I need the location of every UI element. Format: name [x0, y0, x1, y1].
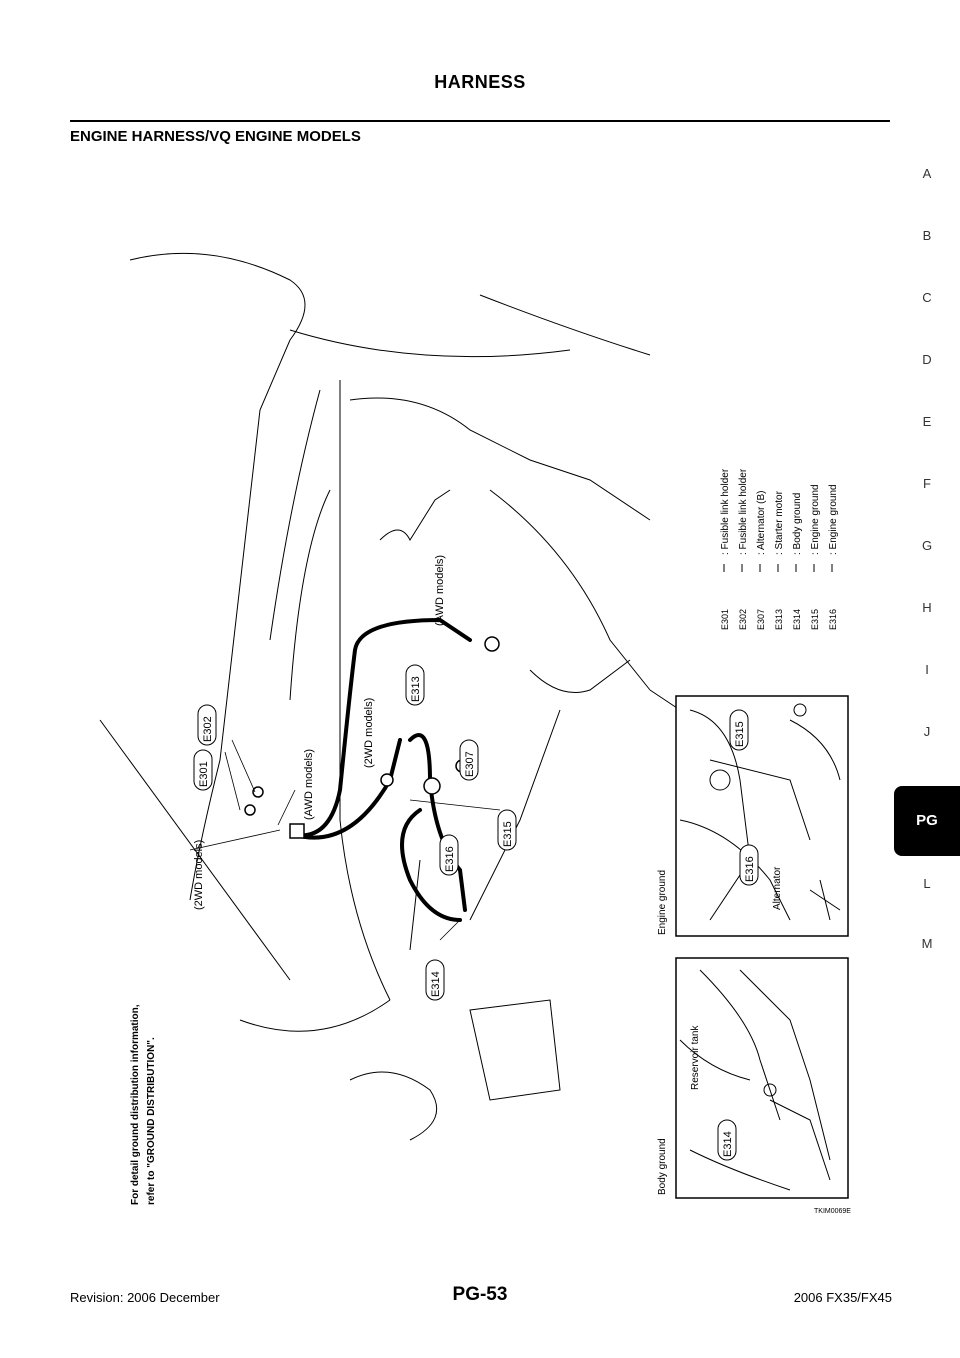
side-index-pg-active[interactable]: PG — [894, 786, 960, 856]
legend-e301-code: E301 — [720, 609, 730, 630]
connector-e301-label: E301 — [198, 761, 210, 787]
inset-alternator-label: Alternator — [772, 866, 783, 910]
engine-harness-diagram: For detail ground distribution informati… — [99, 252, 849, 1205]
inset-engine-ground: E315 E316 Alternator — [675, 695, 849, 937]
legend-e302-code: E302 — [738, 609, 748, 630]
legend-e314-code: E314 — [792, 609, 802, 630]
connector-e316-label: E316 — [444, 846, 456, 872]
legend-e314-desc: : Body ground — [792, 493, 803, 555]
side-index-g[interactable]: G — [921, 538, 933, 553]
badge-e313 — [405, 664, 425, 706]
badge-e315 — [497, 809, 517, 851]
section-title: ENGINE HARNESS/VQ ENGINE MODELS — [70, 128, 361, 145]
inset-e316-label: E316 — [744, 856, 756, 882]
harness-cables — [293, 617, 472, 922]
side-index-d[interactable]: D — [922, 352, 932, 367]
side-index-f[interactable]: F — [923, 476, 931, 491]
label-awd-models-left: (AWD models) — [303, 749, 315, 820]
side-index-m[interactable]: M — [921, 936, 933, 951]
legend-e307-desc: : Alternator (B) — [756, 491, 767, 555]
legend-e302-desc: : Fusible link holder — [738, 468, 749, 555]
badge-e302 — [197, 704, 217, 746]
label-2wd-models-right: (2WD models) — [363, 698, 375, 768]
side-index-j[interactable]: J — [923, 724, 931, 739]
badge-e314 — [425, 959, 445, 1001]
ground-note-line2: refer to "GROUND DISTRIBUTION". — [146, 1037, 157, 1205]
connector-e302-label: E302 — [202, 716, 214, 742]
label-awd-models-right: (AWD models) — [434, 555, 446, 626]
legend-e301-desc: : Fusible link holder — [720, 468, 731, 555]
inset-e314-label: E314 — [722, 1131, 734, 1157]
side-index-e[interactable]: E — [922, 414, 932, 429]
terminal-rings — [244, 636, 500, 839]
side-index-b[interactable]: B — [922, 228, 932, 243]
inset-body-ground: E314 Reservoir tank — [675, 957, 849, 1199]
side-index-i[interactable]: I — [925, 662, 929, 677]
legend-e316-code: E316 — [828, 609, 838, 630]
footer-revision: Revision: 2006 December — [70, 1290, 220, 1305]
connector-e315-label: E315 — [502, 821, 514, 847]
label-body-ground: Body ground — [657, 1138, 668, 1195]
badge-e307 — [459, 739, 479, 781]
side-index-a[interactable]: A — [922, 166, 932, 181]
figure-code: TKIM0069E — [814, 1208, 851, 1215]
side-index-h[interactable]: H — [922, 600, 932, 615]
connector-e314-label: E314 — [430, 971, 442, 997]
footer-page-number: PG-53 — [452, 1284, 508, 1305]
legend-e313-desc: : Starter motor — [774, 490, 785, 555]
page-header-title: HARNESS — [434, 72, 526, 92]
inset-reservoir-tank-label: Reservoir tank — [690, 1025, 701, 1090]
legend-e307-code: E307 — [756, 609, 766, 630]
badge-e301 — [193, 749, 213, 791]
side-index-l[interactable]: L — [923, 876, 931, 891]
badge-e316 — [439, 834, 459, 876]
leader-lines — [189, 739, 501, 941]
connector-legend: E301 E302 E307 E313 E314 E315 E316 : Fus… — [720, 468, 839, 630]
connector-e307-label: E307 — [464, 751, 476, 777]
legend-e316-desc: : Engine ground — [828, 484, 839, 555]
vehicle-body-outline — [99, 252, 681, 1141]
connector-badges — [193, 664, 517, 1001]
legend-e315-desc: : Engine ground — [810, 484, 821, 555]
legend-e315-code: E315 — [810, 609, 820, 630]
label-2wd-models-left: (2WD models) — [193, 840, 205, 910]
label-engine-ground: Engine ground — [657, 870, 668, 935]
connector-e313-label: E313 — [410, 676, 422, 702]
side-index-c[interactable]: C — [922, 290, 932, 305]
footer-model: 2006 FX35/FX45 — [793, 1290, 892, 1305]
header-divider — [70, 120, 890, 122]
legend-e313-code: E313 — [774, 609, 784, 630]
ground-note-line1: For detail ground distribution informati… — [130, 1004, 141, 1205]
inset-e315-label: E315 — [734, 721, 746, 747]
